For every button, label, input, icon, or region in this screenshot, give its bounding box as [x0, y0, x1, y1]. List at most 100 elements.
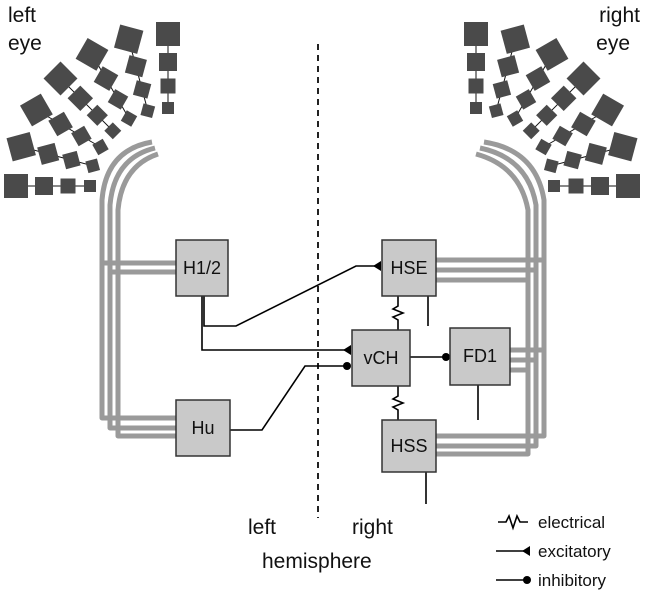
right-eye-ommatidium	[608, 132, 638, 162]
right-eye-ommatidium	[548, 180, 560, 192]
node-fd1-box	[449, 327, 511, 386]
node-h12-box	[175, 239, 229, 297]
inhibitory-synapse-vch	[343, 362, 351, 370]
left-eye-ommatidium	[93, 66, 119, 91]
wire-hu-to-vch	[230, 365, 350, 431]
wire-h12-to-vch	[201, 296, 350, 351]
right-eye-ommatidium	[536, 104, 558, 126]
legend-inhibitory-symbol	[523, 576, 531, 584]
left-eye-label-line1: left	[8, 4, 36, 27]
right-eye-ommatidium	[522, 122, 540, 140]
right-eye-ommatidium	[515, 89, 537, 110]
right-eye-ommatidium	[500, 24, 530, 54]
pathway-left-mid	[107, 145, 176, 431]
pathway-right-outer	[436, 139, 547, 439]
left-eye-ommatidium	[6, 132, 36, 162]
left-eye-ommatidium	[114, 24, 144, 54]
legend-electrical-symbol	[498, 513, 528, 531]
legend-excitatory-symbol	[522, 546, 530, 556]
right-eye-ommatidium	[497, 55, 520, 78]
wire-h12-to-hse	[203, 265, 380, 327]
node-hse-label: HSE	[390, 258, 427, 278]
left-eye-array	[4, 22, 180, 198]
left-eye-ommatidium	[84, 180, 96, 192]
right-eye-ommatidium	[488, 103, 504, 119]
right-eye-ommatidium	[568, 178, 584, 194]
left-eye-ommatidium	[67, 85, 94, 112]
pathway-right-inner	[436, 151, 531, 457]
right-eye-ommatidium	[550, 85, 577, 112]
left-eye-ommatidium	[48, 111, 73, 137]
node-hu-label: Hu	[191, 418, 214, 438]
left-eye-ommatidium	[75, 38, 109, 71]
left-eye-ommatidium	[86, 104, 108, 126]
node-vch-label: vCH	[364, 348, 399, 368]
excitatory-synapse-hse	[373, 261, 381, 271]
wire-vch-hss-electrical	[391, 386, 406, 420]
pathway-left-inner	[115, 151, 176, 439]
legend-excitatory-label: excitatory	[538, 542, 611, 561]
right-hemisphere-label: right	[352, 516, 393, 539]
left-eye-label-line2: eye	[8, 32, 42, 55]
left-eye-ommatidium	[132, 80, 152, 99]
left-eye-ommatidium	[156, 22, 180, 46]
left-eye-ommatidium	[120, 110, 138, 127]
right-eye-label-line1: right	[599, 4, 640, 27]
left-eye-ommatidium	[160, 78, 176, 94]
inhibitory-synapse-fd1	[442, 353, 450, 361]
right-eye-ommatidium	[525, 66, 551, 91]
node-hu-box	[175, 399, 231, 457]
legend-electrical-label: electrical	[538, 513, 605, 532]
right-eye-ommatidium	[506, 110, 524, 127]
legend-inhibitory-label: inhibitory	[538, 571, 607, 590]
left-eye-ommatidium	[162, 102, 174, 114]
right-eye-ommatidium	[543, 158, 559, 174]
right-eye-ommatidium	[591, 177, 609, 195]
node-vch-box	[351, 329, 411, 387]
right-eye-ommatidium	[584, 142, 607, 165]
right-eye-ommatidium	[616, 174, 640, 198]
legend: electrical excitatory inhibitory	[496, 513, 611, 590]
left-eye-ommatidium	[37, 142, 60, 165]
right-eye-ommatidium	[467, 53, 485, 71]
left-eye-ommatidium	[60, 178, 76, 194]
left-hemisphere-label: left	[248, 516, 276, 539]
right-eye-ommatidium	[535, 138, 552, 156]
node-h12-label: H1/2	[183, 258, 221, 278]
left-eye-ommatidium	[92, 138, 109, 156]
synapses	[343, 261, 450, 370]
left-eye-ommatidium	[159, 53, 177, 71]
left-eye-ommatidium	[35, 177, 53, 195]
right-eye-ommatidium	[563, 150, 582, 170]
left-eye-ommatidium	[4, 174, 28, 198]
left-eye-ommatidium	[140, 103, 156, 119]
left-eye-ommatidium	[71, 125, 92, 147]
right-eye-array	[464, 22, 640, 198]
left-eye-ommatidium	[107, 89, 129, 110]
node-hss-box	[381, 419, 437, 473]
right-eye-ommatidium	[535, 38, 569, 71]
left-eye-ommatidium	[62, 150, 81, 170]
right-eye-ommatidium	[552, 125, 573, 147]
wire-hse-vch-electrical	[391, 296, 406, 330]
node-hse-box	[381, 239, 437, 297]
right-eye-ommatidium	[468, 78, 484, 94]
hemisphere-label: hemisphere	[262, 550, 372, 573]
nodes: H1/2 Hu HSE vCH FD1 HSS	[175, 239, 511, 473]
pathways	[99, 139, 547, 457]
pathway-left-outer	[99, 139, 176, 421]
right-eye-ommatidium	[591, 93, 624, 127]
right-eye-ommatidium	[571, 111, 596, 137]
right-eye-ommatidium	[470, 102, 482, 114]
excitatory-synapse-vch	[343, 345, 351, 355]
node-fd1-label: FD1	[463, 346, 497, 366]
right-eye-label-line2: eye	[596, 32, 630, 55]
left-eye-ommatidium	[124, 55, 147, 78]
left-eye-ommatidium	[20, 93, 53, 127]
pathway-right-mid	[436, 145, 539, 449]
right-eye-ommatidium	[492, 80, 512, 99]
node-hss-label: HSS	[390, 436, 427, 456]
right-eye-ommatidium	[464, 22, 488, 46]
